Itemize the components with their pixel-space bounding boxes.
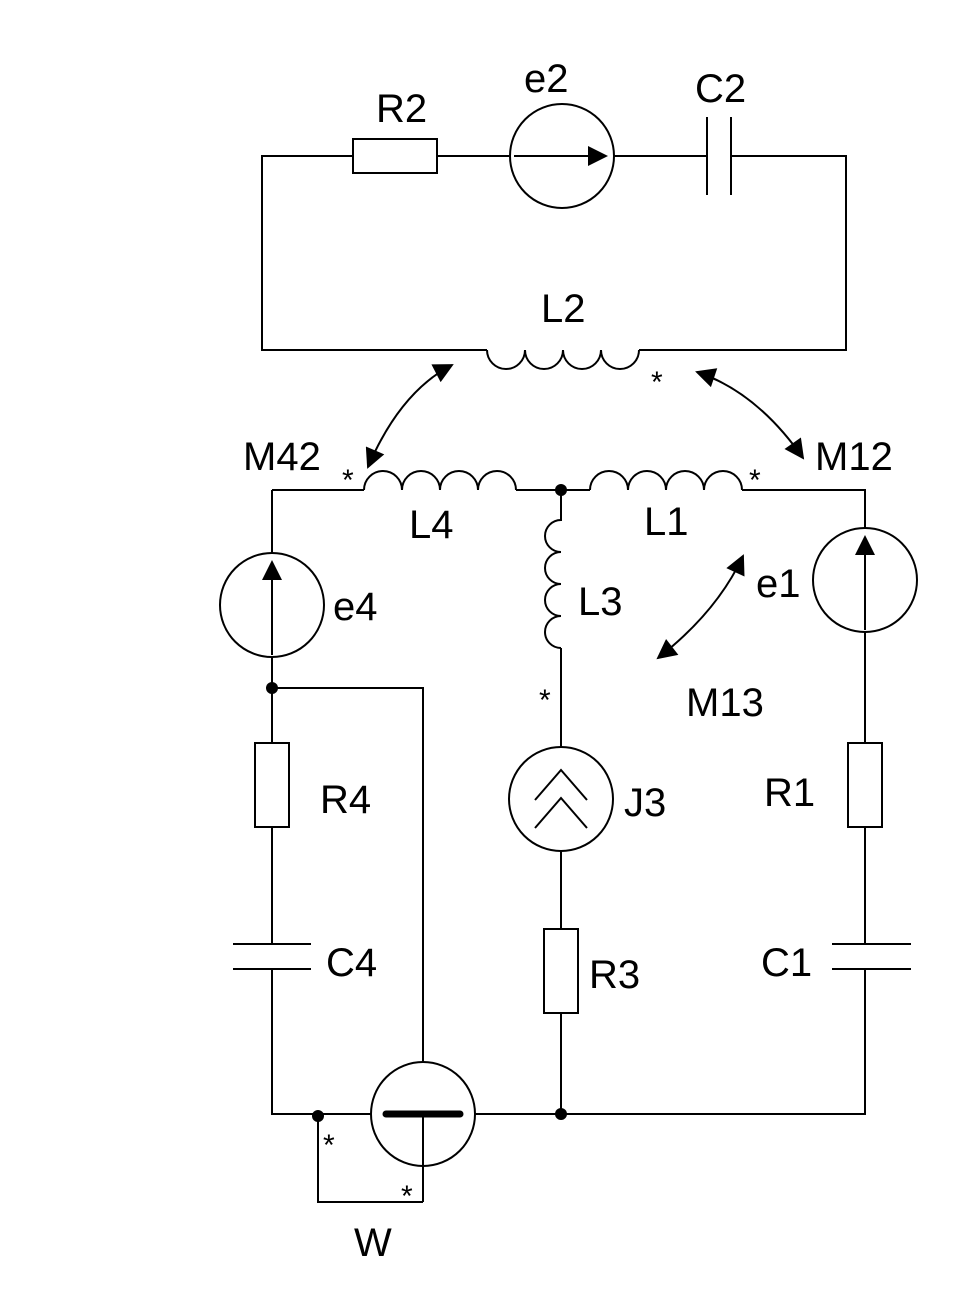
wattmeter-w <box>370 1061 476 1202</box>
label-r1: R1 <box>764 771 815 815</box>
inductor-l4 <box>363 470 517 491</box>
label-l2: L2 <box>541 287 586 331</box>
label-l4: L4 <box>409 503 454 547</box>
label-l3: L3 <box>578 580 623 624</box>
mutual-arrow-m12 <box>695 368 805 460</box>
capacitor-c2 <box>706 117 732 195</box>
label-m13: M13 <box>686 681 764 725</box>
top-loop-wires <box>261 155 847 351</box>
label-l1: L1 <box>644 500 689 544</box>
wire-left-bottom <box>271 969 372 1115</box>
voltage-source-e2 <box>509 103 615 209</box>
resistor-r3 <box>543 928 579 1014</box>
resistor-r1 <box>847 742 883 828</box>
label-r3: R3 <box>589 953 640 997</box>
star-l4: * <box>342 464 354 497</box>
label-r2: R2 <box>376 87 427 131</box>
label-m42: M42 <box>243 435 321 479</box>
label-m12: M12 <box>815 435 893 479</box>
wattmeter-voltage-lead <box>272 687 424 1061</box>
star-w-voltage: * <box>401 1180 413 1213</box>
voltage-source-e4 <box>219 552 325 658</box>
label-c4: C4 <box>326 941 377 985</box>
mutual-arrow-m42 <box>365 364 454 469</box>
star-w-current: * <box>323 1129 335 1162</box>
label-e2: e2 <box>524 57 569 101</box>
label-r4: R4 <box>320 778 371 822</box>
label-c1: C1 <box>761 941 812 985</box>
label-w: W <box>354 1221 392 1265</box>
label-j3: J3 <box>624 781 666 825</box>
wattmeter-loop <box>317 1114 423 1203</box>
inductor-l2 <box>486 349 640 370</box>
inductor-l1 <box>589 470 743 491</box>
voltage-source-e1 <box>812 527 918 633</box>
mutual-arrow-m13 <box>656 554 745 660</box>
label-e1: e1 <box>756 562 801 606</box>
wire-right-bottom <box>561 969 866 1115</box>
resistor-r2 <box>352 138 438 174</box>
label-c2: C2 <box>695 67 746 111</box>
star-l1: * <box>749 464 761 497</box>
star-l3: * <box>539 684 551 717</box>
inductor-l3 <box>544 490 562 649</box>
capacitor-c1 <box>832 943 911 970</box>
wire-right-top <box>742 489 866 528</box>
label-e4: e4 <box>333 585 378 629</box>
resistor-r4 <box>254 742 290 828</box>
capacitor-c4 <box>233 943 311 970</box>
star-l2: * <box>651 366 663 399</box>
current-source-j3 <box>508 746 614 852</box>
node-wattmeter <box>312 1110 324 1122</box>
